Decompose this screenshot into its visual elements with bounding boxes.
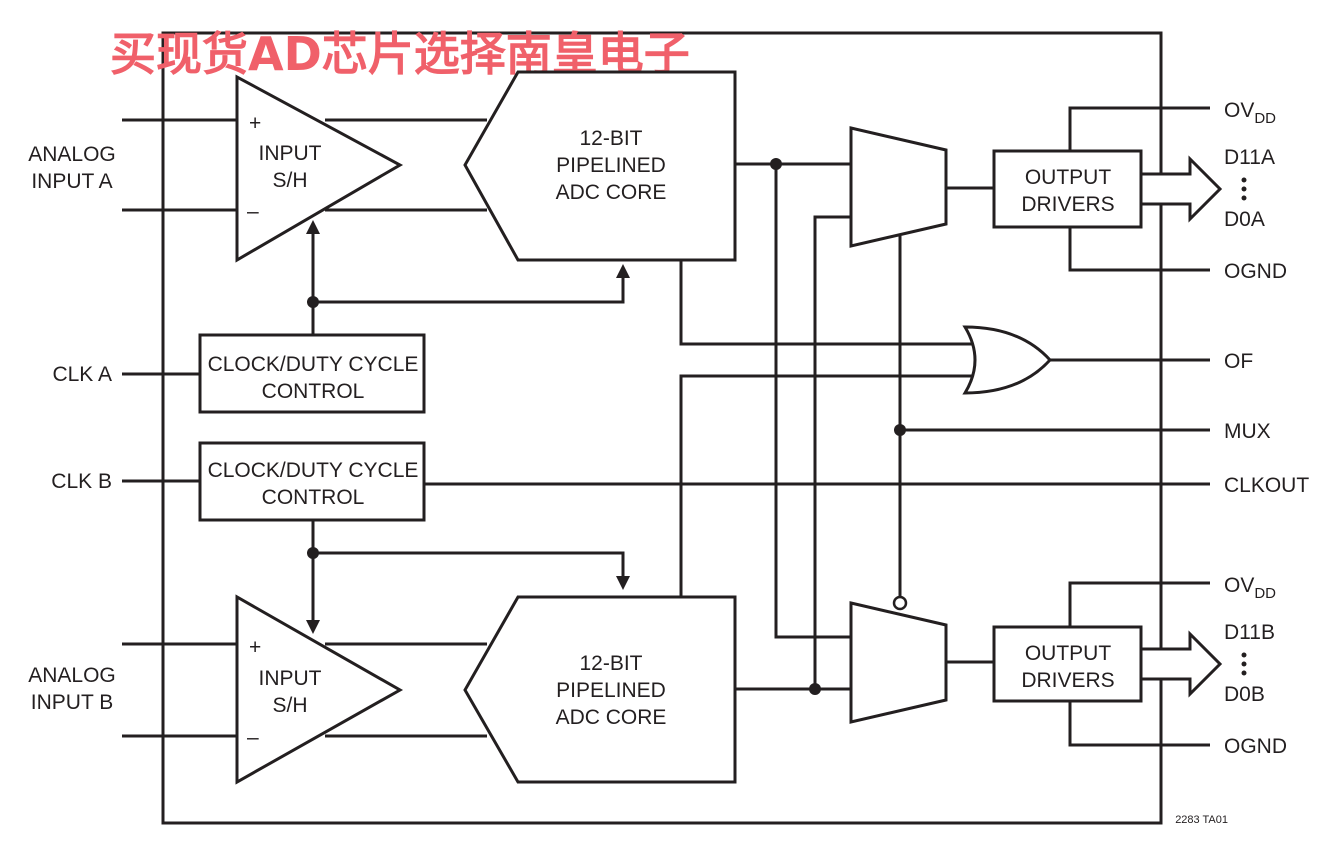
clk-a-to-adc-wire (313, 276, 625, 304)
sh-b-minus: – (247, 726, 259, 749)
overflow-b-wire (679, 374, 975, 597)
invert-bubble (892, 595, 908, 611)
ovdd-b-label: OVDD (1224, 574, 1276, 602)
output-drivers-b (992, 625, 1143, 703)
junction-dot (307, 547, 319, 559)
clock-control-a (198, 333, 426, 414)
input-sh-b (235, 594, 404, 785)
adc-a-label-1: 12-BIT (579, 127, 642, 150)
clkout-label: CLKOUT (1224, 474, 1309, 497)
output-drivers-a (992, 149, 1143, 229)
clk-b-sh-arrow (306, 620, 320, 634)
adc-a-label-2: PIPELINED (556, 154, 666, 177)
ellipsis-dot (1241, 661, 1247, 667)
clock-b-label-2: CONTROL (262, 486, 365, 509)
bus-arrow-a (1139, 155, 1223, 223)
d0b-label: D0B (1224, 683, 1265, 706)
overflow-a-wire (679, 260, 975, 346)
analog-input-b-label-2: INPUT B (31, 691, 113, 714)
chip-outline (161, 31, 1163, 825)
sh-a-plus: + (249, 112, 261, 135)
clk-b-to-adc-wire (313, 551, 625, 578)
ognd-a-label: OGND (1224, 260, 1287, 283)
clock-a-label-1: CLOCK/DUTY CYCLE (208, 353, 419, 376)
sh-b-label-1: INPUT (259, 667, 322, 690)
clk-a-sh-arrow (306, 220, 320, 234)
sh-b-plus: + (249, 636, 261, 659)
sh-a-label-1: INPUT (259, 142, 322, 165)
adc-b-label-1: 12-BIT (579, 652, 642, 675)
bus-arrow-b (1139, 630, 1223, 698)
clk-a-label: CLK A (52, 363, 112, 386)
junction-dot (894, 424, 906, 436)
ellipsis-dot (1241, 670, 1247, 676)
ellipsis-dot (1241, 177, 1247, 183)
sh-a-label-2: S/H (272, 169, 307, 192)
of-label: OF (1224, 350, 1253, 373)
clock-b-label-1: CLOCK/DUTY CYCLE (208, 459, 419, 482)
sh-b-label-2: S/H (272, 694, 307, 717)
driver-a-label-1: OUTPUT (1025, 166, 1112, 189)
adc-a-label-3: ADC CORE (556, 181, 667, 204)
analog-input-a-label-2: INPUT A (31, 170, 112, 193)
ellipsis-dot (1241, 195, 1247, 201)
ovdd-a-wire (1068, 106, 1210, 151)
figure-id: 2283 TA01 (1175, 814, 1228, 826)
ovdd-a-label: OVDD (1224, 99, 1276, 127)
adc-a-to-mux-b-wire (774, 164, 851, 639)
driver-a-label-2: DRIVERS (1021, 193, 1114, 216)
driver-b-label-1: OUTPUT (1025, 642, 1112, 665)
adc-core-a (463, 70, 737, 262)
ellipsis-dot (1241, 186, 1247, 192)
adc-b-label-2: PIPELINED (556, 679, 666, 702)
ognd-b-label: OGND (1224, 735, 1287, 758)
analog-input-b-label-1: ANALOG (28, 664, 116, 687)
channel-a: + – INPUT S/H 12-BIT PIPELINED ADC CORE … (122, 70, 975, 639)
clk-b-adc-arrow (616, 576, 630, 590)
input-sh-a (235, 74, 404, 263)
mux-label: MUX (1224, 420, 1271, 443)
d0a-label: D0A (1224, 208, 1265, 231)
channel-b: + – INPUT S/H 12-BIT PIPELINED ADC CORE … (122, 215, 1210, 785)
adc-b-to-mux-a-wire (813, 215, 851, 689)
driver-b-label-2: DRIVERS (1021, 669, 1114, 692)
clk-a-adc-arrow (616, 264, 630, 278)
adc-b-label-3: ADC CORE (556, 706, 667, 729)
ognd-b-wire (1068, 701, 1210, 747)
clock-a-label-2: CONTROL (262, 380, 365, 403)
junction-dot (307, 296, 319, 308)
mux-a (849, 126, 948, 248)
d11a-label: D11A (1224, 146, 1275, 169)
ovdd-b-wire (1068, 581, 1210, 627)
ellipsis-dot (1241, 652, 1247, 658)
sh-a-minus: – (247, 200, 259, 223)
or-gate (962, 325, 1053, 395)
analog-input-a-label-1: ANALOG (28, 143, 116, 166)
mux-b (849, 601, 948, 724)
clock-control-b (198, 441, 426, 522)
d11b-label: D11B (1224, 621, 1275, 644)
ognd-a-wire (1068, 227, 1210, 272)
clk-b-label: CLK B (51, 470, 112, 493)
